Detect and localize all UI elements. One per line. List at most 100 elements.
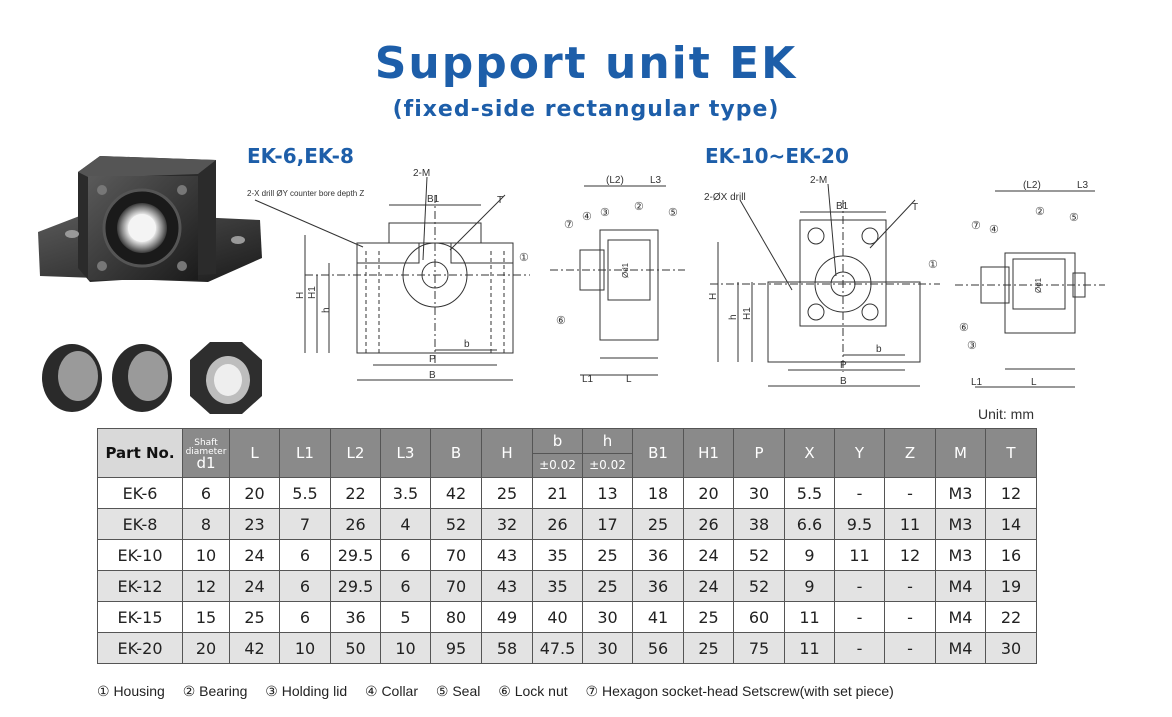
table-cell: 22 bbox=[330, 477, 381, 509]
header-y: Y bbox=[834, 428, 885, 478]
table-cell: 42 bbox=[430, 477, 482, 509]
table-cell: 25 bbox=[582, 570, 633, 602]
table-cell: 47.5 bbox=[532, 632, 583, 664]
table-cell: 25 bbox=[683, 601, 734, 633]
drawing-small-front: 2-X drill ØY counter bore depth Z 2-M T … bbox=[247, 168, 530, 381]
part-number-cell: EK-6 bbox=[97, 477, 183, 509]
drawing-large-front: 2-ØX drill 2-M T B1 b P B H h H1 ① bbox=[704, 175, 940, 387]
table-cell: 49 bbox=[481, 601, 533, 633]
label-l3-small: L3 bbox=[650, 175, 662, 186]
label-p-small: P bbox=[429, 354, 436, 365]
header-b: b bbox=[533, 429, 582, 454]
table-cell: - bbox=[884, 632, 936, 664]
table-cell: 6 bbox=[279, 570, 331, 602]
table-cell: 70 bbox=[430, 539, 482, 571]
header-b-width: B bbox=[430, 428, 482, 478]
callout-1-small: ① bbox=[519, 252, 529, 264]
table-cell: 80 bbox=[430, 601, 482, 633]
label-b-small: b bbox=[464, 339, 470, 350]
legend-seal: ⑤ Seal bbox=[435, 683, 481, 699]
table-cell: 22 bbox=[985, 601, 1037, 633]
callout-6-small: ⑥ bbox=[556, 315, 566, 327]
table-cell: 75 bbox=[733, 632, 785, 664]
section-title-large: EK-10~EK-20 bbox=[705, 144, 849, 168]
table-cell: 42 bbox=[229, 632, 280, 664]
table-cell: 30 bbox=[985, 632, 1037, 664]
table-cell: 17 bbox=[582, 508, 633, 540]
table-cell: 30 bbox=[733, 477, 785, 509]
table-cell: 25 bbox=[229, 601, 280, 633]
table-cell: 11 bbox=[834, 539, 885, 571]
table-cell: 10 bbox=[182, 539, 230, 571]
table-cell: 6 bbox=[279, 601, 331, 633]
table-cell: 24 bbox=[229, 539, 280, 571]
table-cell: 70 bbox=[430, 570, 482, 602]
table-cell: 36 bbox=[632, 539, 684, 571]
header-h-tol: h±0.02 bbox=[582, 428, 633, 478]
legend-bearing: ② Bearing bbox=[182, 683, 248, 699]
page-subtitle: (fixed-side rectangular type) bbox=[392, 97, 780, 122]
table-cell: 19 bbox=[985, 570, 1037, 602]
label-h-large: H bbox=[708, 293, 719, 300]
table-cell: 5 bbox=[380, 601, 431, 633]
legend: ① Housing ② Bearing ③ Holding lid ④ Coll… bbox=[97, 683, 908, 700]
label-hh-large: h bbox=[728, 314, 739, 320]
table-cell: - bbox=[884, 601, 936, 633]
legend-setscrew: ⑦ Hexagon socket-head Setscrew(with set … bbox=[585, 683, 894, 699]
label-l-large: L bbox=[1031, 377, 1037, 388]
header-p: P bbox=[733, 428, 785, 478]
table-cell: 52 bbox=[733, 539, 785, 571]
legend-lock-nut: ⑥ Lock nut bbox=[498, 683, 568, 699]
table-cell: M4 bbox=[935, 570, 986, 602]
header-h-height: H bbox=[481, 428, 533, 478]
label-l1-large: L1 bbox=[971, 377, 983, 388]
table-cell: 60 bbox=[733, 601, 785, 633]
label-h1-large: H1 bbox=[742, 307, 753, 320]
header-b1: B1 bbox=[632, 428, 684, 478]
label-l3-large: L3 bbox=[1077, 180, 1089, 191]
table-cell: 23 bbox=[229, 508, 280, 540]
header-shaft-small: Shaft diameter bbox=[185, 437, 227, 457]
part-number-cell: EK-8 bbox=[97, 508, 183, 540]
part-number-cell: EK-12 bbox=[97, 570, 183, 602]
header-h1: H1 bbox=[683, 428, 734, 478]
callout-2-large: ② bbox=[1035, 206, 1045, 218]
table-cell: 9 bbox=[784, 570, 835, 602]
section-title-small: EK-6,EK-8 bbox=[247, 144, 354, 168]
callout-4-small: ④ bbox=[582, 211, 592, 223]
table-cell: 26 bbox=[683, 508, 734, 540]
table-cell: 95 bbox=[430, 632, 482, 664]
header-t: T bbox=[985, 428, 1037, 478]
table-cell: 12 bbox=[985, 477, 1037, 509]
label-p-large: P bbox=[840, 360, 847, 371]
table-cell: 8 bbox=[182, 508, 230, 540]
table-cell: 9 bbox=[784, 539, 835, 571]
header-l: L bbox=[229, 428, 280, 478]
label-b1-large: B1 bbox=[836, 201, 849, 212]
note-holes-large: 2-ØX drill bbox=[704, 192, 746, 203]
table-cell: 25 bbox=[481, 477, 533, 509]
label-t-small: T bbox=[497, 195, 503, 206]
table-cell: 12 bbox=[884, 539, 936, 571]
label-l-small: L bbox=[626, 374, 632, 385]
table-cell: 5.5 bbox=[279, 477, 331, 509]
table-cell: M4 bbox=[935, 601, 986, 633]
header-z: Z bbox=[884, 428, 936, 478]
table-cell: 24 bbox=[683, 570, 734, 602]
label-d1-small: Ød1 bbox=[621, 262, 630, 278]
label-bb-small: B bbox=[429, 370, 436, 381]
table-cell: 20 bbox=[229, 477, 280, 509]
label-m-large: 2-M bbox=[810, 175, 827, 186]
table-cell: 9.5 bbox=[834, 508, 885, 540]
table-cell: 11 bbox=[884, 508, 936, 540]
table-cell: 52 bbox=[430, 508, 482, 540]
table-cell: 6 bbox=[380, 539, 431, 571]
table-cell: 58 bbox=[481, 632, 533, 664]
label-m-small: 2-M bbox=[413, 168, 430, 179]
callout-5-large: ⑤ bbox=[1069, 212, 1079, 224]
